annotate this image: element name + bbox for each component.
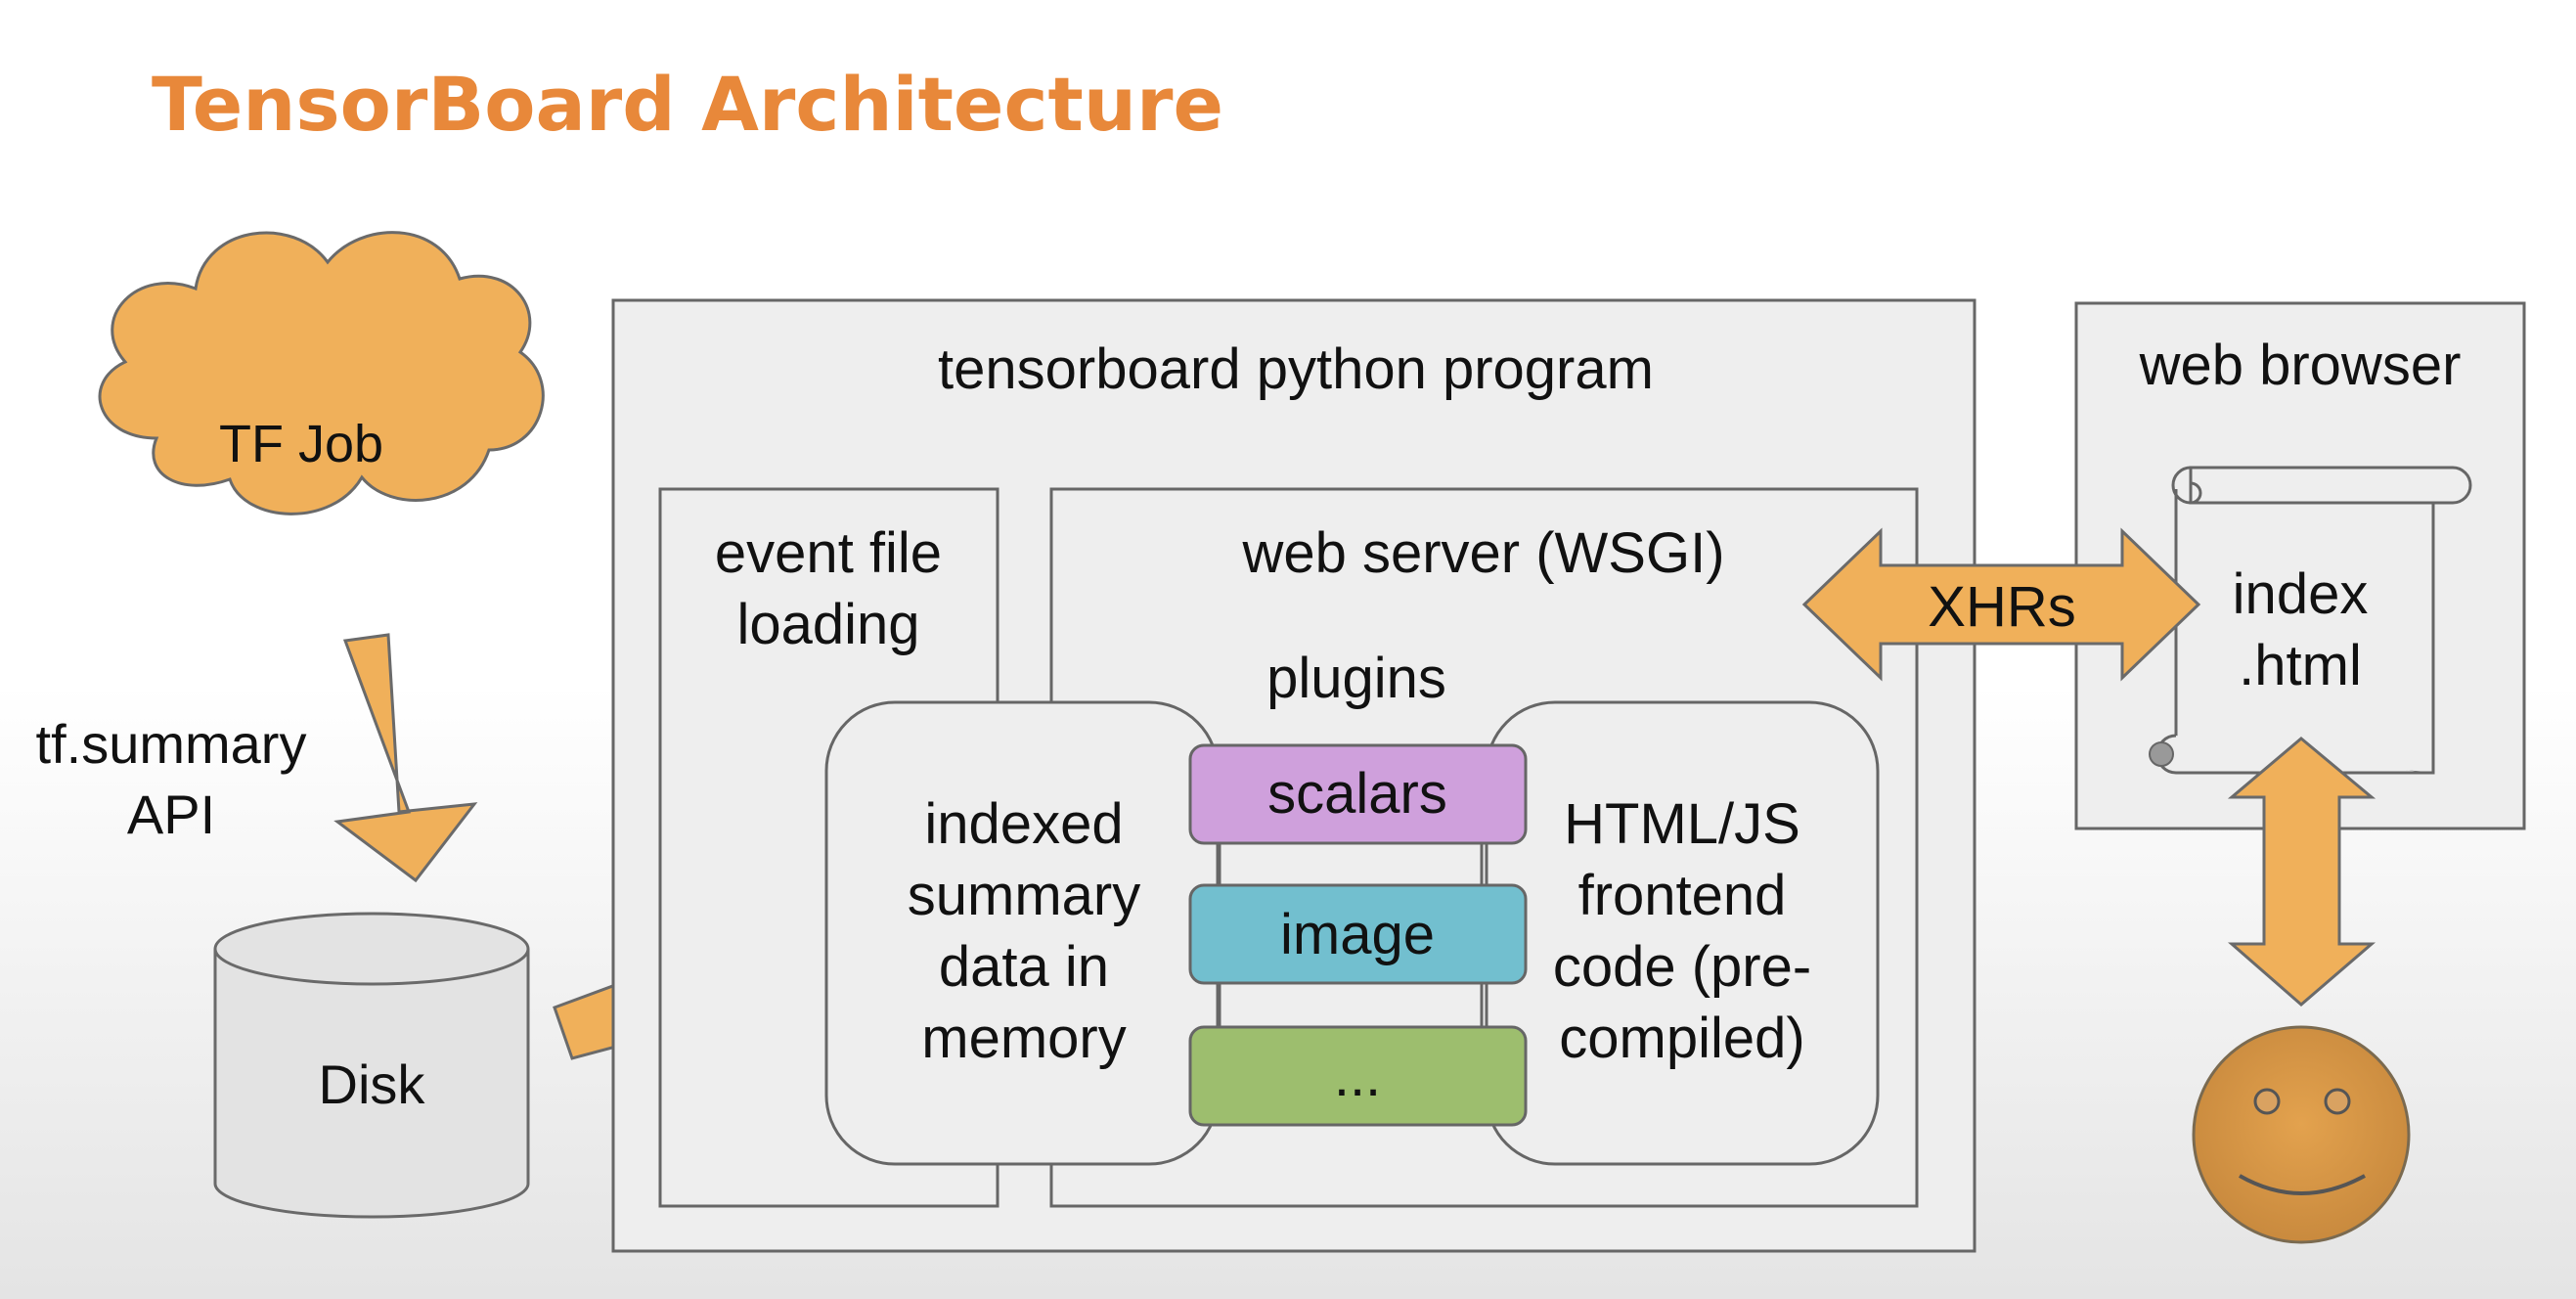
tensorboard-program-label: tensorboard python program	[938, 337, 1654, 401]
tf-job-cloud: TF Job	[98, 231, 545, 515]
scroll-icon: index .html	[2149, 466, 2472, 775]
indexed-summary-box	[824, 700, 1220, 1166]
summary-api-line1: tf.summary	[36, 713, 307, 775]
smiley-face-icon	[2192, 1025, 2411, 1244]
python-program-label: python program	[1241, 337, 1654, 401]
disk-label: Disk	[319, 1053, 426, 1115]
indexed-summary-line1: indexed	[924, 792, 1123, 856]
indexed-summary-line3: data in	[939, 935, 1109, 999]
indexed-summary-line2: summary	[908, 864, 1140, 927]
user	[2192, 1025, 2411, 1244]
plugin-scalars-label: scalars	[1267, 762, 1447, 826]
event-file-loading-line1: event file	[715, 521, 942, 585]
indexed-summary-line4: memory	[921, 1007, 1126, 1070]
disk: Disk	[213, 912, 530, 1219]
xhrs-arrow: XHRs	[1801, 527, 2201, 682]
frontend-line4: compiled)	[1559, 1007, 1804, 1070]
summary-api-line2: API	[127, 784, 215, 845]
plugin-image-label: image	[1280, 903, 1435, 966]
web-browser-label: web browser	[2139, 334, 2462, 397]
double-arrow-icon	[1801, 527, 2201, 682]
frontend-line2: frontend	[1578, 864, 1787, 927]
arrow-tfjob-to-disk	[333, 633, 478, 883]
plugin-more-label: ...	[1334, 1045, 1381, 1108]
event-file-loading-line2: loading	[736, 593, 919, 656]
index-html-line1: index	[2233, 562, 2369, 626]
cylinder-icon	[213, 949, 530, 1219]
tensorboard-mono-label: tensorboard	[938, 337, 1241, 401]
frontend-line1: HTML/JS	[1564, 792, 1800, 856]
frontend-line3: code (pre-	[1553, 935, 1811, 999]
tf-job-label: TF Job	[219, 415, 383, 473]
plugin-scalars-box	[1188, 743, 1528, 845]
page-title: TensorBoard Architecture	[152, 61, 1223, 148]
plugin-image-box	[1188, 883, 1528, 985]
frontend-box	[1485, 700, 1880, 1166]
web-server-label: web server (WSGI)	[1241, 521, 1724, 585]
cloud-icon	[98, 231, 545, 515]
index-html-line2: .html	[2239, 634, 2362, 697]
plugin-more-box	[1188, 1025, 1528, 1127]
arrow-browser-user	[2227, 737, 2376, 1007]
plugins-label: plugins	[1266, 647, 1446, 710]
xhrs-label: XHRs	[1928, 575, 2075, 639]
